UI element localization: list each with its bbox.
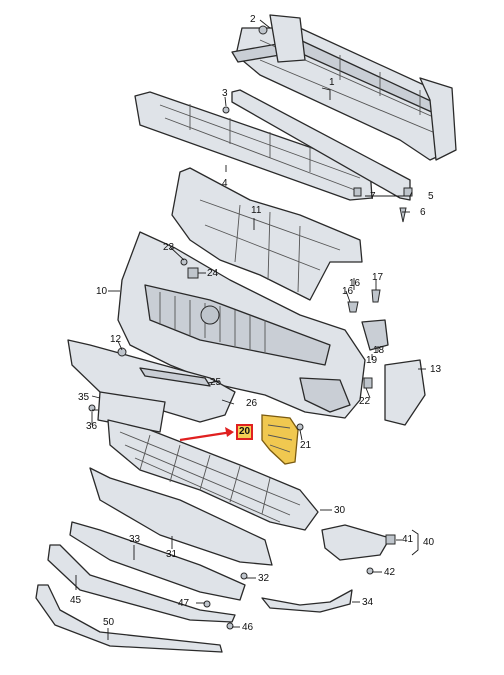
callout-33: 33	[129, 534, 141, 545]
part-20-grille-insert	[261, 414, 299, 465]
part-18-bracket	[361, 319, 389, 351]
callout-20-highlighted: 20	[236, 424, 254, 440]
part-11-grille-support	[171, 167, 363, 301]
callout-2: 2	[250, 14, 256, 25]
callout-15: 16	[349, 278, 361, 289]
part-1-bumper-beam	[231, 14, 457, 161]
part-12-lower-trim	[67, 339, 236, 423]
part-5-retaining-strip	[231, 89, 411, 201]
highlight-arrow	[179, 427, 234, 442]
part-4-energy-absorber	[134, 91, 373, 201]
part-10-bumper-cover	[117, 231, 366, 419]
callout-21: 21	[300, 440, 312, 451]
callout-19: 19	[366, 355, 378, 366]
part-50-spoiler-lip	[35, 584, 223, 653]
part-30-lower-grille	[107, 419, 319, 531]
callout-1: 1	[329, 77, 335, 88]
callout-17: 17	[372, 272, 384, 283]
callout-24: 24	[207, 268, 219, 279]
callout-13: 13	[430, 364, 442, 375]
callout-30: 30	[334, 505, 346, 516]
callout-18: 18	[373, 345, 385, 356]
callout-42: 42	[384, 567, 396, 578]
callout-4: 4	[222, 178, 228, 189]
callout-34: 34	[362, 597, 374, 608]
part-20-ribs	[267, 424, 293, 453]
callout-11: 11	[251, 205, 262, 216]
fasteners	[88, 25, 413, 630]
callout-6: 6	[420, 207, 426, 218]
part-33-lower-spoiler	[69, 521, 246, 601]
callout-7: 7	[370, 191, 376, 202]
callout-40: 40	[423, 537, 435, 548]
callout-31: 31	[166, 549, 178, 560]
callout-41: 41	[402, 534, 414, 545]
callout-26: 26	[246, 398, 258, 409]
leader-lines	[75, 19, 426, 640]
part-40-side-trim	[321, 524, 391, 561]
callout-32: 32	[258, 573, 270, 584]
part-34-trim-right	[261, 589, 353, 613]
part-31-undershield	[89, 467, 273, 566]
callout-10: 10	[96, 286, 108, 297]
callout-50: 50	[103, 617, 115, 628]
callout-5: 5	[428, 191, 434, 202]
callout-47: 47	[178, 598, 190, 609]
callout-3: 3	[222, 88, 228, 99]
callout-45: 45	[70, 595, 82, 606]
callout-22: 22	[359, 396, 371, 407]
part-13-side-bracket	[384, 359, 426, 426]
callout-16: 16	[342, 286, 354, 297]
callout-46: 46	[242, 622, 254, 633]
callout-23: 23	[163, 242, 175, 253]
callout-25: 25	[210, 377, 222, 388]
part-25-trim-strip	[139, 367, 211, 387]
callout-12: 12	[110, 334, 122, 345]
callout-35: 35	[78, 392, 90, 403]
callout-36: 36	[86, 421, 98, 432]
part-45-lip	[47, 544, 236, 623]
